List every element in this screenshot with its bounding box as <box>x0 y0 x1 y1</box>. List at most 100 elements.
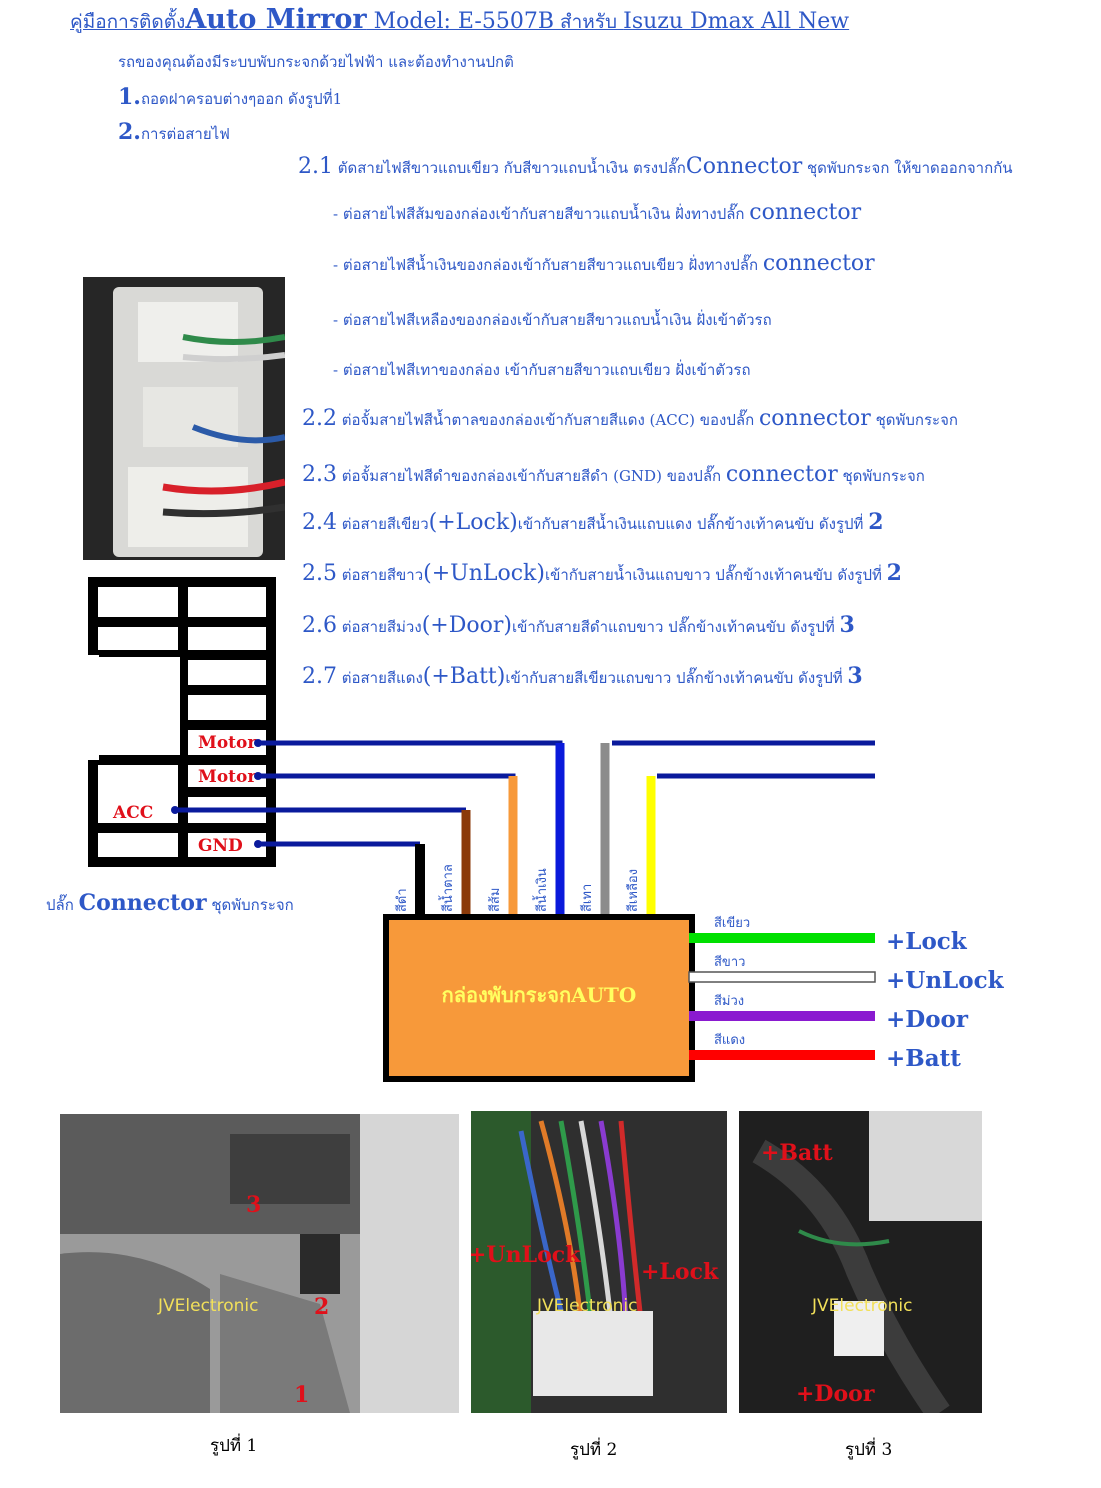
item-ref: 3 <box>839 612 855 638</box>
item-text: ต่อจั้มสายไฟสีน้ำตาลของกล่องเข้ากับสายสี… <box>337 411 759 429</box>
connector-gap <box>88 657 180 755</box>
step-text: ถอดฝาครอบต่างๆออก ดังรูปที่1 <box>140 90 343 108</box>
photo-2-watermark: JVElectronic <box>537 1296 638 1316</box>
item-2-2: 2.2 ต่อจั้มสายไฟสีน้ำตาลของกล่องเข้ากับส… <box>302 405 958 432</box>
item-text: ชุดพับกระจก <box>870 411 958 429</box>
item-text: ต่อสายสีขาว <box>337 566 424 584</box>
item-text: ต่อจั้มสายไฟสีดำของกล่องเข้ากับสายสีดำ (… <box>337 467 726 485</box>
connector-photo <box>83 277 285 560</box>
photo-2-caption: รูปที่ 2 <box>570 1440 618 1460</box>
item-eng: (+Door) <box>421 613 512 638</box>
item-text: เข้ากับสายสีเขียวแถบขาว ปลั๊กข้างเท้าคนข… <box>505 669 848 687</box>
photo-1: JVElectronic 3 2 1 <box>60 1114 459 1413</box>
substep-1: - ต่อสายไฟสีส้มของกล่องเข้ากับสายสีขาวแถ… <box>333 200 861 226</box>
item-ref: 3 <box>847 663 863 689</box>
connector-caption-text: ชุดพับกระจก <box>206 896 294 914</box>
output-wire <box>689 933 875 943</box>
wire-color-label: สีเหลือง <box>625 869 641 912</box>
photo-3-mark-door: +Door <box>796 1381 875 1407</box>
photo-1-mark-3: 3 <box>246 1192 262 1218</box>
item-text: ต่อสายสีแดง <box>337 669 423 687</box>
item-2-4: 2.4 ต่อสายสีเขียว(+Lock)เข้ากับสายสีน้ำเ… <box>302 509 884 536</box>
wire-color-label: สีเทา <box>579 884 595 912</box>
output-color-name: สีขาว <box>714 954 745 970</box>
output-wire <box>689 1050 875 1060</box>
substep-text: - ต่อสายไฟสีเทาของกล่อง เข้ากับสายสีขาวแ… <box>333 361 751 379</box>
step-number: 2. <box>118 119 141 145</box>
title-product: Auto Mirror <box>185 4 367 35</box>
pin-acc: ACC <box>112 803 153 823</box>
output-label: +Lock <box>886 928 968 955</box>
box-output-wires: สีเขียว +Lock สีขาว +UnLock สีม่วง +Door สีแดง… <box>688 915 1005 1072</box>
output-wire <box>688 971 876 983</box>
output-color-name: สีเขียว <box>714 915 750 931</box>
substep-3: - ต่อสายไฟสีเหลืองของกล่องเข้ากับสายสีขา… <box>333 306 772 332</box>
photo-3: JVElectronic +Batt +Door <box>739 1111 982 1413</box>
photo-1-caption: รูปที่ 1 <box>210 1436 258 1456</box>
pin-dot <box>254 840 262 848</box>
substep-text: - ต่อสายไฟสีส้มของกล่องเข้ากับสายสีขาวแถ… <box>333 205 750 223</box>
output-label: +UnLock <box>886 967 1005 994</box>
photo-3-caption: รูปที่ 3 <box>845 1440 893 1460</box>
item-number: 2.3 <box>302 462 337 487</box>
title-for: สำหรับ <box>554 11 624 33</box>
item-text: เข้ากับสายสีดำแถบขาว ปลั๊กข้างเท้าคนขับ … <box>511 618 840 636</box>
intro-text: รถของคุณต้องมีระบบพับกระจกด้วยไฟฟ้า และต… <box>118 53 514 71</box>
auto-box <box>383 914 695 1082</box>
connector-caption-text: ปลั๊ก <box>46 896 79 914</box>
step-1: 1.ถอดฝาครอบต่างๆออก ดังรูปที่1 <box>118 84 342 111</box>
substep-4: - ต่อสายไฟสีเทาของกล่อง เข้ากับสายสีขาวแ… <box>333 356 751 382</box>
item-eng: connector <box>725 462 838 487</box>
item-2-3: 2.3 ต่อจั้มสายไฟสีดำของกล่องเข้ากับสายสี… <box>302 461 925 488</box>
pin-dot <box>254 739 262 747</box>
item-number: 2.5 <box>302 561 337 586</box>
connector-caption: ปลั๊ก Connector ชุดพับกระจก <box>46 890 294 917</box>
substep-text: - ต่อสายไฟสีน้ำเงินของกล่องเข้ากับสายสีข… <box>333 256 763 274</box>
pin-gnd: GND <box>198 836 243 856</box>
pin-dot <box>171 806 179 814</box>
photo-2-mark-lock: +Lock <box>641 1259 719 1285</box>
wire-color-label: สีส้ม <box>487 888 503 913</box>
item-eng: (+Lock) <box>428 510 518 535</box>
photo-2: JVElectronic +UnLock +Lock <box>471 1111 727 1413</box>
box-input-wires: สีดำสีน้ำตาลสีส้มสีน้ำเงินสีเทาสีเหลือง <box>394 743 656 915</box>
title-car: Isuzu Dmax All New <box>623 9 850 34</box>
output-label: +Batt <box>886 1045 961 1072</box>
step-2: 2.การต่อสายไฟ <box>118 119 230 146</box>
output-wire <box>689 1011 875 1021</box>
item-ref: 2 <box>868 509 884 535</box>
output-label: +Door <box>886 1006 969 1033</box>
step-number: 2.1 <box>298 154 333 179</box>
photo-1-watermark: JVElectronic <box>158 1296 259 1316</box>
pin-dot <box>254 772 262 780</box>
item-2-6: 2.6 ต่อสายสีม่วง(+Door)เข้ากับสายสีดำแถบ… <box>302 612 855 639</box>
item-2-7: 2.7 ต่อสายสีแดง(+Batt)เข้ากับสายสีเขียวแ… <box>302 663 863 690</box>
item-number: 2.2 <box>302 406 337 431</box>
substep-eng: connector <box>762 251 875 276</box>
step-2-1: 2.1 ตัดสายไฟสีขาวแถบเขียว กับสีขาวแถบน้ำ… <box>298 154 1013 180</box>
item-text: ต่อสายสีม่วง <box>337 618 422 636</box>
photo-2-art <box>471 1111 727 1413</box>
item-text: ต่อสายสีเขียว <box>337 515 429 533</box>
photo-1-mark-2: 2 <box>314 1294 330 1320</box>
item-number: 2.6 <box>302 613 337 638</box>
photo-2-mark-unlock: +UnLock <box>471 1242 581 1268</box>
substep-2: - ต่อสายไฟสีน้ำเงินของกล่องเข้ากับสายสีข… <box>333 251 875 277</box>
step-number: 1. <box>118 84 141 110</box>
output-color-name: สีแดง <box>714 1032 745 1048</box>
item-eng: (+Batt) <box>422 664 506 689</box>
page-title: คู่มือการติดตั้งAuto Mirror Model: E-550… <box>70 4 849 37</box>
photo-3-watermark: JVElectronic <box>812 1296 913 1316</box>
wire-color-label: สีน้ำตาล <box>438 864 456 912</box>
pin-motor-1: Motor <box>198 733 257 753</box>
pin-motor-2: Motor <box>198 767 257 787</box>
item-text: เข้ากับสายน้ำเงินแถบขาว ปลั๊กข้างเท้าคนข… <box>544 566 887 584</box>
output-color-name: สีม่วง <box>714 993 744 1009</box>
step-eng: Connector <box>685 154 803 179</box>
auto-box-label: กล่องพับกระจกAUTO <box>442 983 637 1007</box>
step-text: ชุดพับกระจก ให้ขาดออกจากกัน <box>802 159 1013 177</box>
connector-outline <box>88 577 276 867</box>
item-text: ชุดพับกระจก <box>837 467 925 485</box>
item-number: 2.7 <box>302 664 337 689</box>
substep-eng: connector <box>749 200 862 225</box>
